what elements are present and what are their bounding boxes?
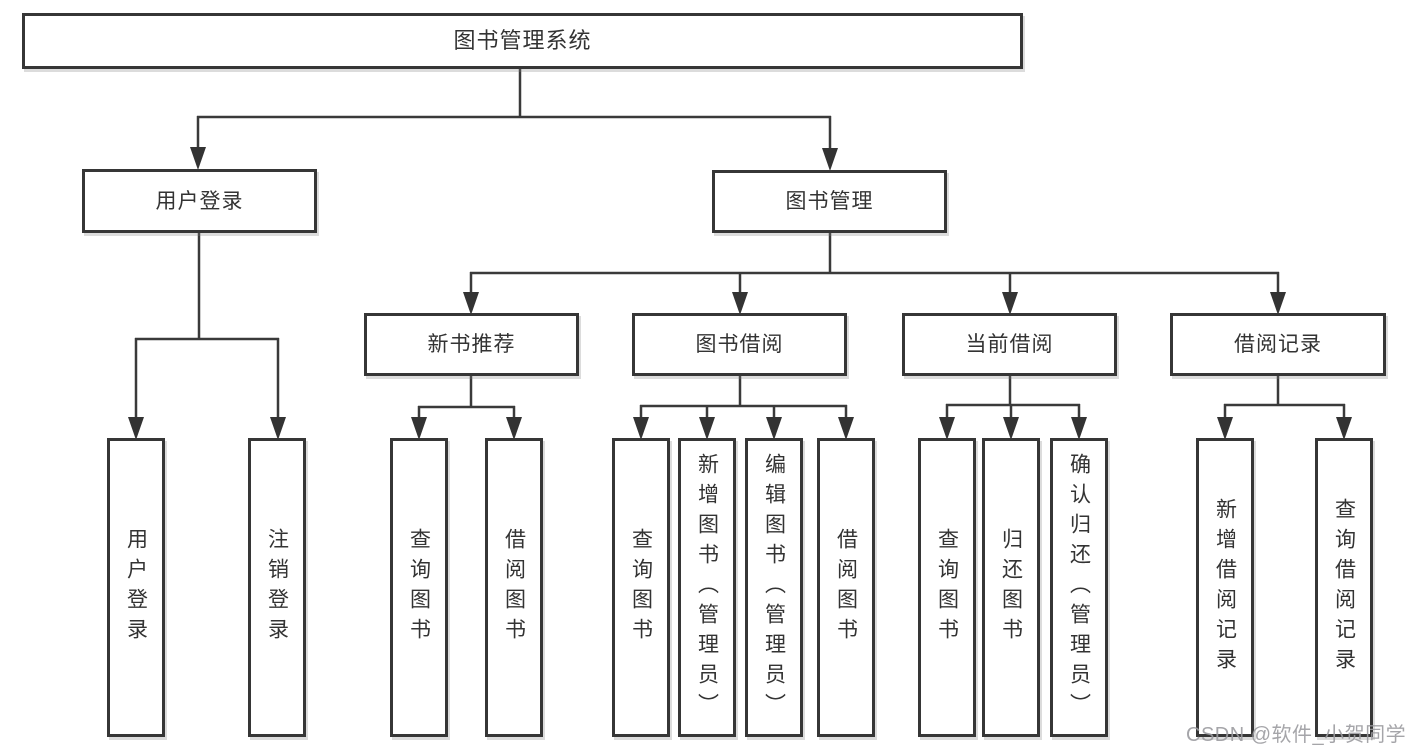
leaf-borrow-book-1: 借阅图书 bbox=[485, 438, 543, 737]
leaf-add-book-admin: 新增图书（管理员） bbox=[678, 438, 736, 737]
csdn-watermark: CSDN @软件_小贺同学 bbox=[1186, 724, 1405, 746]
leaf-query-borrow-record: 查询借阅记录 bbox=[1315, 438, 1373, 737]
leaf-add-borrow-record: 新增借阅记录 bbox=[1196, 438, 1254, 737]
leaf-query-book-2: 查询图书 bbox=[612, 438, 670, 737]
leaf-query-book-3: 查询图书 bbox=[918, 438, 976, 737]
node-new-book-recommend: 新书推荐 bbox=[364, 313, 579, 376]
node-current-borrow: 当前借阅 bbox=[902, 313, 1117, 376]
node-borrow-record: 借阅记录 bbox=[1170, 313, 1386, 376]
leaf-borrow-book-2: 借阅图书 bbox=[817, 438, 875, 737]
leaf-logout: 注销登录 bbox=[248, 438, 306, 737]
leaf-user-login: 用户登录 bbox=[107, 438, 165, 737]
leaf-query-book-1: 查询图书 bbox=[390, 438, 448, 737]
leaf-confirm-return-admin: 确认归还（管理员） bbox=[1050, 438, 1108, 737]
node-book-borrow: 图书借阅 bbox=[632, 313, 847, 376]
leaf-edit-book-admin: 编辑图书（管理员） bbox=[745, 438, 803, 737]
node-user-login-branch: 用户登录 bbox=[82, 169, 317, 233]
node-book-management-branch: 图书管理 bbox=[712, 170, 947, 233]
node-root-library-system: 图书管理系统 bbox=[22, 13, 1023, 69]
leaf-return-book: 归还图书 bbox=[982, 438, 1040, 737]
